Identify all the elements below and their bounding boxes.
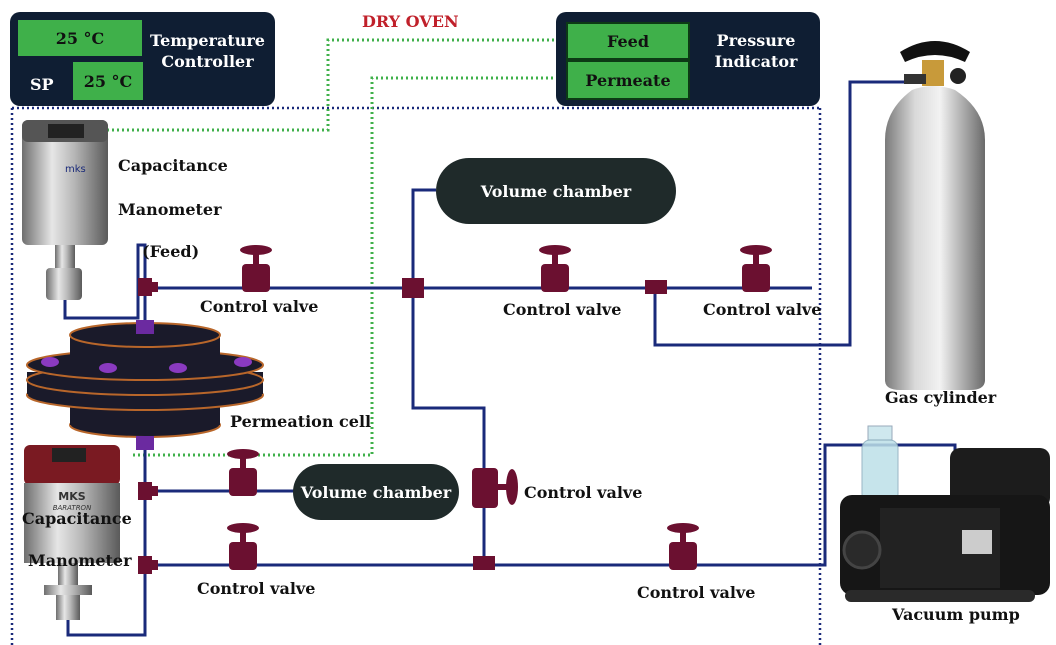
control-valve-bottom-left-label: Control valve <box>197 579 316 598</box>
vacuum-pump <box>840 425 1050 602</box>
control-valve-feed[interactable] <box>240 245 272 292</box>
baratron-logo: BARATRON <box>53 504 92 512</box>
feed-display: Feed <box>566 22 690 60</box>
control-valve-bottom-right[interactable] <box>667 523 699 570</box>
diagram-title: DRY OVEN <box>362 12 459 31</box>
control-valve-bottom-right-label: Control valve <box>637 583 756 602</box>
control-valve-right-label: Control valve <box>703 300 822 319</box>
temperature-controller-label-1: Temperature <box>150 31 265 50</box>
control-valve-right[interactable] <box>740 245 772 292</box>
mks-logo-top: mks <box>65 164 86 175</box>
capacitance-manometer-bottom: MKS BARATRON <box>24 445 120 620</box>
capacitance-manometer-top-label-2: Manometer <box>118 200 222 219</box>
temperature-display: 25 °C <box>18 20 142 56</box>
feed-label: (Feed) <box>142 242 200 261</box>
capacitance-manometer-top: mks <box>22 120 108 300</box>
pressure-indicator-label-2: Indicator <box>714 52 798 71</box>
pressure-indicator-label-1: Pressure <box>716 31 796 50</box>
gas-cylinder <box>885 41 985 390</box>
signal-wires <box>82 38 560 457</box>
volume-chamber-bottom: Volume chamber <box>293 464 459 520</box>
capacitance-manometer-bottom-label-2: Manometer <box>28 551 132 570</box>
permeation-cell <box>26 320 264 450</box>
mks-logo-bottom: MKS <box>58 490 85 503</box>
control-valve-mid-label: Control valve <box>503 300 622 319</box>
temperature-controller-label-2: Controller <box>161 52 254 71</box>
tee-fittings <box>138 278 667 574</box>
permeation-cell-label: Permeation cell <box>230 412 372 431</box>
capacitance-manometer-bottom-label-1: Capacitance <box>22 509 132 528</box>
control-valve-permeate-chamber[interactable] <box>227 449 259 496</box>
gas-cylinder-label: Gas cylinder <box>885 388 997 407</box>
capacitance-manometer-top-label-1: Capacitance <box>118 156 228 175</box>
control-valve-mid[interactable] <box>539 245 571 292</box>
volume-chamber-top: Volume chamber <box>436 158 676 224</box>
setpoint-display: 25 °C <box>73 62 143 100</box>
control-valve-vertical[interactable] <box>472 468 518 508</box>
control-valve-bottom-left[interactable] <box>227 523 259 570</box>
control-valve-vertical-label: Control valve <box>524 483 643 502</box>
vacuum-pump-label: Vacuum pump <box>892 605 1020 624</box>
control-valve-feed-label: Control valve <box>200 297 319 316</box>
permeate-display: Permeate <box>566 60 690 100</box>
sp-label: SP <box>30 75 54 94</box>
